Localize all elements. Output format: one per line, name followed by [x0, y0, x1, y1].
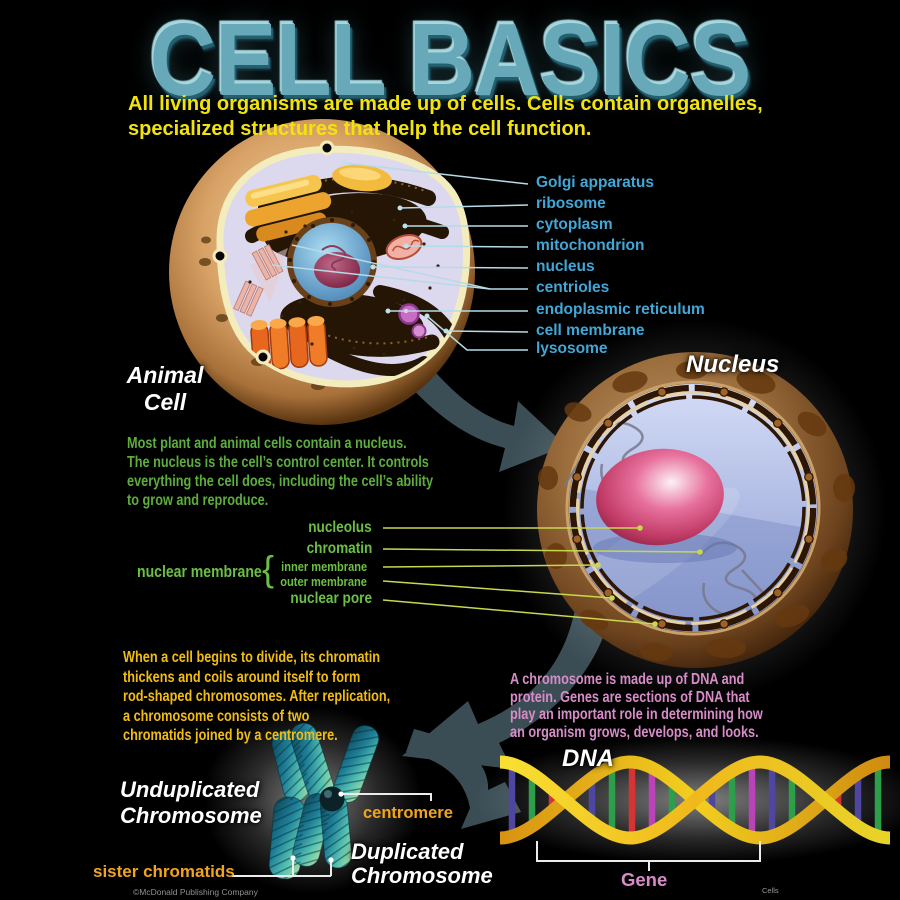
ribosome-specks	[248, 210, 440, 356]
animal-cell-heading: Animal Cell	[126, 362, 204, 415]
golgi-apparatus-graphic	[245, 174, 332, 242]
duplicated-chromosome-heading: Duplicated Chromosome	[351, 839, 493, 888]
lysosome-graphic	[398, 303, 427, 339]
centrioles-graphic	[233, 243, 288, 317]
poster-title: CELL BASICS	[149, 3, 752, 118]
label-lysosome: lysosome	[536, 340, 608, 357]
nucleus-paragraph: Most plant and animal cells contain a nu…	[127, 435, 434, 509]
gene-bracket	[536, 841, 761, 871]
label-outer-membrane: outer membrane	[280, 574, 367, 589]
dna-heading: DNA	[562, 745, 614, 772]
nuclear-pores	[572, 387, 814, 629]
label-mitochondrion: mitochondrion	[536, 237, 645, 254]
label-ribosome: ribosome	[536, 195, 606, 212]
nuclear-membrane-brace: {	[262, 548, 275, 589]
nucleus-illustration	[503, 318, 887, 702]
label-nuclear-membrane: nuclear membrane	[137, 563, 262, 581]
label-nucleus: nucleus	[536, 258, 595, 275]
nuclear-membrane-ring	[569, 384, 817, 632]
dna-strand-front	[499, 755, 891, 845]
centromere-graphic	[319, 786, 345, 812]
centromere-label: centromere	[363, 804, 453, 822]
nucleolus-graphic	[596, 448, 724, 546]
label-centrioles: centrioles	[536, 279, 610, 296]
label-golgi-apparatus: Golgi apparatus	[536, 174, 654, 191]
sister-chromatids-label: sister chromatids	[93, 862, 235, 881]
mitochondrion-graphic	[385, 233, 423, 261]
arrow-nucleus-to-chromosome	[402, 588, 614, 769]
chromosome-pointer-lines	[232, 791, 432, 877]
unduplicated-chromosome-heading: Unduplicated Chromosome	[120, 777, 262, 828]
intro-text: All living organisms are made up of cell…	[128, 93, 763, 140]
label-nucleolus: nucleolus	[308, 519, 372, 536]
chromosome-paragraph: When a cell begins to divide, its chroma…	[123, 649, 391, 744]
dna-illustration	[472, 736, 900, 864]
chromosome-illustration	[202, 706, 422, 894]
organelle-leader-lines	[271, 160, 529, 351]
dna-paragraph: A chromosome is made up of DNA and prote…	[510, 671, 763, 741]
membrane-channels	[212, 140, 335, 365]
cell-nucleus-graphic	[287, 217, 377, 307]
label-chromatin: chromatin	[306, 540, 372, 557]
nucleus-heading: Nucleus	[686, 351, 780, 378]
gene-label: Gene	[621, 869, 668, 890]
publisher-credit: ©McDonald Publishing Company	[133, 887, 258, 897]
label-nuclear-pore: nuclear pore	[290, 590, 372, 607]
shell-blotches	[538, 361, 855, 662]
label-inner-membrane: inner membrane	[281, 559, 367, 574]
label-cell-membrane: cell membrane	[536, 322, 645, 339]
label-endoplasmic-reticulum: endoplasmic reticulum	[536, 301, 705, 318]
label-cytoplasm: cytoplasm	[536, 216, 613, 233]
rough-er-stack-graphic	[250, 315, 328, 371]
corner-tag: Cells	[762, 886, 779, 895]
nucleus-leader-lines	[382, 525, 703, 627]
animal-cell-illustration	[169, 119, 475, 425]
